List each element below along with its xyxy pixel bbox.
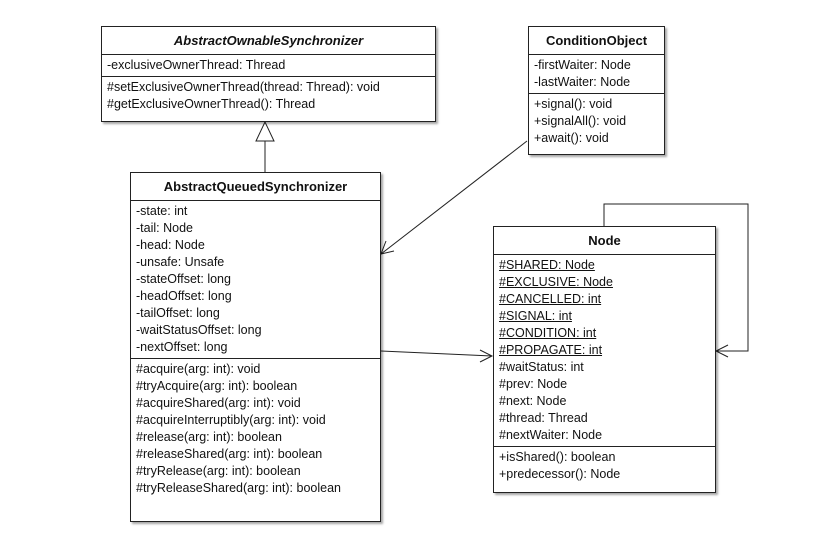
- attribute: #waitStatus: int: [499, 360, 584, 374]
- class-name: AbstractOwnableSynchronizer: [102, 27, 435, 55]
- static-attribute: #EXCLUSIVE: Node: [499, 275, 613, 289]
- static-attribute: #PROPAGATE: int: [499, 343, 603, 357]
- static-attribute: #CANCELLED: int: [499, 292, 602, 306]
- operation: +isShared(): boolean: [499, 450, 616, 464]
- operation: #getExclusiveOwnerThread(): Thread: [107, 97, 316, 111]
- aqs-to-node-arrowhead: [479, 349, 494, 363]
- aqs-to-node-line: [380, 350, 493, 357]
- attribute: #next: Node: [499, 394, 567, 408]
- class-abstract-queued-synchronizer[interactable]: AbstractQueuedSynchronizer -state: int -…: [130, 172, 381, 522]
- attribute: -stateOffset: long: [136, 272, 231, 286]
- operation: #acquireShared(arg: int): void: [136, 396, 301, 410]
- attribute: -state: int: [136, 204, 188, 218]
- attribute: -lastWaiter: Node: [534, 75, 631, 89]
- operations-section: #setExclusiveOwnerThread(thread: Thread)…: [102, 77, 435, 115]
- class-name: ConditionObject: [529, 27, 664, 55]
- operation: #acquire(arg: int): void: [136, 362, 261, 376]
- class-name: Node: [494, 227, 715, 255]
- operation: #releaseShared(arg: int): boolean: [136, 447, 323, 461]
- operation: +predecessor(): Node: [499, 467, 621, 481]
- node-self-arrowhead: [714, 344, 729, 358]
- operation: +signalAll(): void: [534, 114, 627, 128]
- attributes-section: -firstWaiter: Node -lastWaiter: Node: [529, 55, 664, 94]
- operation: +signal(): void: [534, 97, 613, 111]
- generalization-arrowhead: [255, 120, 275, 142]
- attribute: -head: Node: [136, 238, 205, 252]
- attribute: #nextWaiter: Node: [499, 428, 603, 442]
- class-node[interactable]: Node #SHARED: Node #EXCLUSIVE: Node #CAN…: [493, 226, 716, 493]
- attribute: -tail: Node: [136, 221, 193, 235]
- operation: #tryRelease(arg: int): boolean: [136, 464, 301, 478]
- attribute: -unsafe: Unsafe: [136, 255, 225, 269]
- attributes-section: -exclusiveOwnerThread: Thread: [102, 55, 435, 77]
- operations-section: #acquire(arg: int): void #tryAcquire(arg…: [131, 359, 380, 499]
- attribute: -waitStatusOffset: long: [136, 323, 262, 337]
- attribute: -headOffset: long: [136, 289, 232, 303]
- operation: #tryReleaseShared(arg: int): boolean: [136, 481, 341, 495]
- attribute: -firstWaiter: Node: [534, 58, 631, 72]
- operations-section: +isShared(): boolean +predecessor(): Nod…: [494, 447, 715, 485]
- attribute: #prev: Node: [499, 377, 568, 391]
- condition-to-aqs-arrowhead: [380, 240, 395, 255]
- class-name: AbstractQueuedSynchronizer: [131, 173, 380, 201]
- attributes-section: -state: int -tail: Node -head: Node -uns…: [131, 201, 380, 359]
- attribute: -nextOffset: long: [136, 340, 228, 354]
- operation: #acquireInterruptibly(arg: int): void: [136, 413, 326, 427]
- attribute: #thread: Thread: [499, 411, 588, 425]
- attributes-section: #SHARED: Node #EXCLUSIVE: Node #CANCELLE…: [494, 255, 715, 447]
- static-attribute: #SHARED: Node: [499, 258, 595, 272]
- operations-section: +signal(): void +signalAll(): void +awai…: [529, 94, 664, 149]
- attribute: -tailOffset: long: [136, 306, 220, 320]
- static-attribute: #CONDITION: int: [499, 326, 597, 340]
- operation: #release(arg: int): boolean: [136, 430, 282, 444]
- class-abstract-ownable-synchronizer[interactable]: AbstractOwnableSynchronizer -exclusiveOw…: [101, 26, 436, 122]
- operation: #setExclusiveOwnerThread(thread: Thread)…: [107, 80, 380, 94]
- attribute: -exclusiveOwnerThread: Thread: [107, 58, 286, 72]
- operation: +await(): void: [534, 131, 609, 145]
- operation: #tryAcquire(arg: int): boolean: [136, 379, 298, 393]
- node-self-line: [603, 203, 749, 352]
- condition-to-aqs-line: [380, 140, 528, 255]
- class-condition-object[interactable]: ConditionObject -firstWaiter: Node -last…: [528, 26, 665, 155]
- static-attribute: #SIGNAL: int: [499, 309, 572, 323]
